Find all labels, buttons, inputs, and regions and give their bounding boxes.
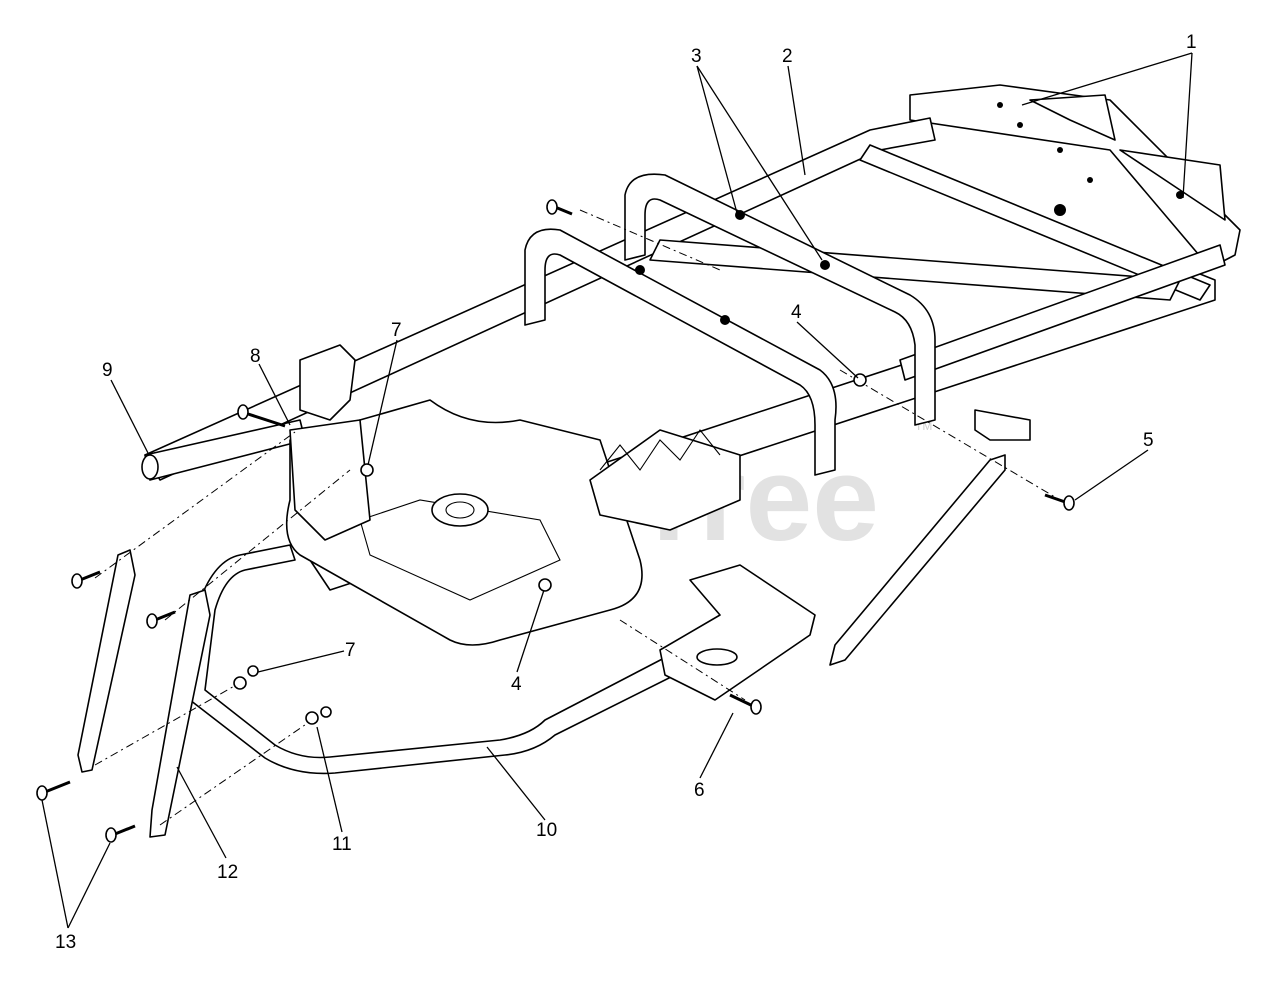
- assembly-centerlines: [94, 209, 1061, 826]
- lower-deck-plate: [659, 564, 816, 701]
- bolts: [36, 199, 1075, 843]
- bolt-6: [729, 693, 762, 715]
- bolt-8: [237, 404, 286, 428]
- nut-11-a: [305, 711, 319, 725]
- bolt-top: [546, 199, 573, 216]
- callout-1: 1: [1186, 32, 1197, 53]
- callout-9: 9: [102, 360, 113, 381]
- bolt-5: [1044, 493, 1075, 511]
- floor-pan: [285, 399, 643, 646]
- nuts: [233, 373, 867, 725]
- callout-labels: 1 2 3 4 4 5 6 7 7 8 9 10 11 12 13: [55, 32, 1197, 953]
- callout-7-upper: 7: [391, 320, 402, 341]
- callout-8: 8: [250, 346, 261, 367]
- nut-7-upper: [360, 463, 374, 477]
- callout-11: 11: [332, 834, 352, 855]
- nut-11-b: [320, 706, 332, 718]
- callout-5: 5: [1143, 430, 1154, 451]
- support-struts: [77, 409, 1031, 838]
- nut-7-lower-b: [247, 665, 259, 677]
- front-frame-tube: [189, 544, 686, 775]
- callout-4-lower: 4: [511, 674, 522, 695]
- bolt-front-lower: [146, 610, 176, 629]
- nut-4-lower: [538, 578, 552, 592]
- seat-support-hoops: [524, 173, 936, 476]
- bolt-13b: [105, 824, 136, 843]
- callout-12: 12: [217, 862, 238, 883]
- callout-6: 6: [694, 780, 705, 801]
- callout-2: 2: [782, 46, 793, 67]
- callout-4-upper: 4: [791, 302, 802, 323]
- center-bracket: [589, 429, 741, 531]
- nut-7-lower-a: [233, 676, 247, 690]
- rear-frame-plate: [909, 84, 1241, 269]
- bolt-13a: [36, 780, 71, 801]
- callout-3: 3: [691, 46, 702, 67]
- front-left-bracket: [289, 344, 371, 541]
- callout-7-lower: 7: [345, 640, 356, 661]
- bolt-front-upper: [71, 570, 101, 589]
- callout-10: 10: [536, 820, 557, 841]
- callout-13: 13: [55, 932, 76, 953]
- callout-leaders: [41, 52, 1193, 929]
